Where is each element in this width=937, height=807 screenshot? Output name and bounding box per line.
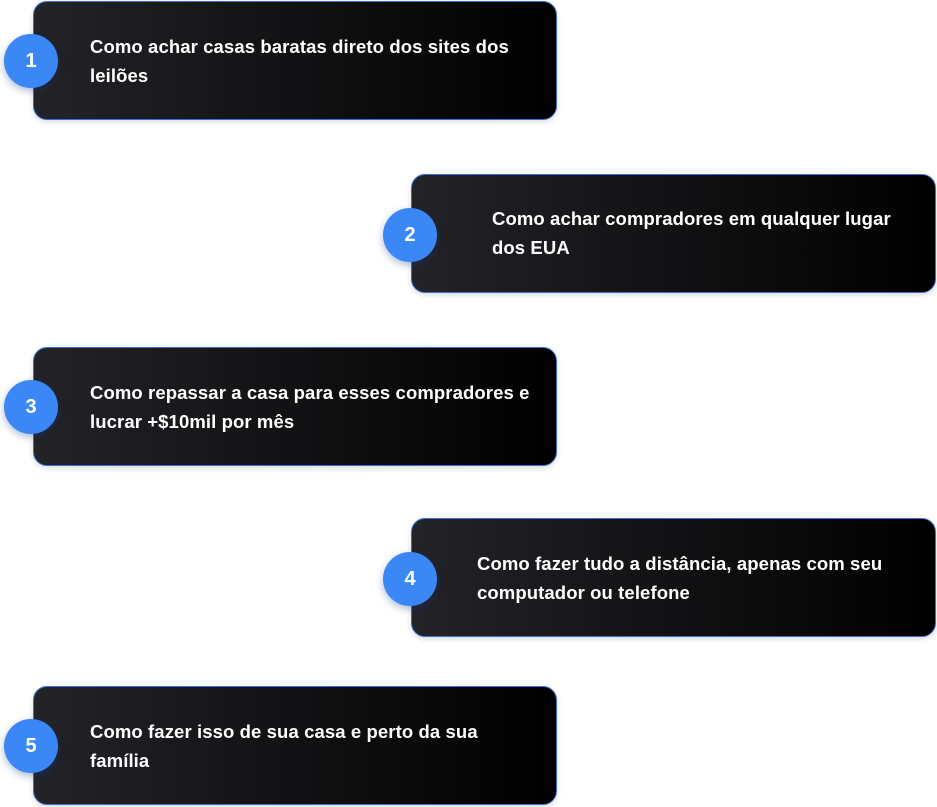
step-card bbox=[411, 518, 936, 637]
step-text: Como achar casas baratas direto dos site… bbox=[90, 36, 509, 86]
step-2: 2 Como achar compradores em qualquer lug… bbox=[380, 174, 937, 293]
step-number-badge: 1 bbox=[4, 34, 58, 88]
step-text: Como achar compradores em qualquer lugar… bbox=[492, 208, 891, 258]
step-card bbox=[411, 174, 936, 293]
step-card bbox=[33, 1, 557, 120]
step-number-badge: 4 bbox=[383, 552, 437, 606]
step-4: 4 Como fazer tudo a distância, apenas co… bbox=[380, 518, 937, 637]
step-number-badge: 5 bbox=[4, 719, 58, 773]
step-card bbox=[33, 347, 557, 466]
step-card bbox=[33, 686, 557, 805]
step-text: Como fazer isso de sua casa e perto da s… bbox=[90, 721, 478, 771]
step-number-badge: 2 bbox=[383, 208, 437, 262]
step-text: Como repassar a casa para esses comprado… bbox=[90, 382, 530, 432]
step-5: 5 Como fazer isso de sua casa e perto da… bbox=[0, 686, 560, 805]
step-3: 3 Como repassar a casa para esses compra… bbox=[0, 347, 560, 466]
step-text: Como fazer tudo a distância, apenas com … bbox=[477, 553, 883, 603]
step-1: 1 Como achar casas baratas direto dos si… bbox=[0, 1, 560, 120]
step-number-badge: 3 bbox=[4, 380, 58, 434]
